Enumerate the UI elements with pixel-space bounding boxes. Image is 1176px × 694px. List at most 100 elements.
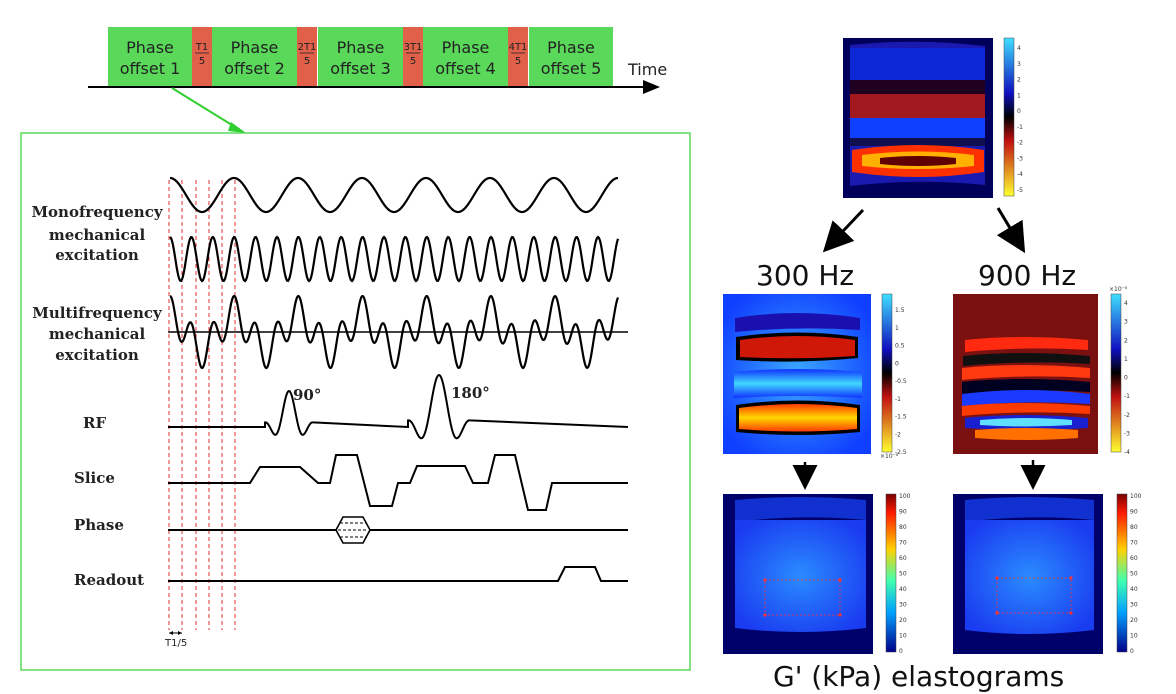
sequence-labels: Monofrequency mechanical excitation Mult… <box>31 203 163 589</box>
multi-label-1: Multifrequency <box>32 304 163 322</box>
phase-label: Phase <box>74 516 124 534</box>
cb-g300-ticks-6: 40 <box>899 586 907 593</box>
cb-g300-ticks-8: 20 <box>899 617 907 624</box>
cb-top-ticks-9: -5 <box>1017 187 1023 194</box>
delay-segment-1 <box>192 27 212 87</box>
multi-label-2: mechanical <box>49 325 146 343</box>
rf-180-label: 180° <box>451 384 490 402</box>
cb-g900-ticks-2: 80 <box>1130 524 1138 531</box>
phase-segment-4 <box>423 27 508 87</box>
cb-900-ticks-0: 4 <box>1124 300 1128 307</box>
phase-offset-timeline: Phase offset 1 Phase offset 2 Phase offset 3 P… <box>88 27 667 133</box>
time-label: Time <box>627 60 667 79</box>
step-marker: T1/5 <box>164 631 187 649</box>
delay-denominator-3: 5 <box>410 56 416 67</box>
cb-300-ticks-1: 1 <box>895 325 899 332</box>
phase-offset-4: offset 4 <box>435 59 496 78</box>
mono-label-3: excitation <box>55 246 139 264</box>
delay-denominator-1: 5 <box>199 56 205 67</box>
elastogram-caption: G' (kPa) elastograms <box>773 660 1064 693</box>
multi-waveform <box>169 294 620 370</box>
delay-denominator-4: 5 <box>515 56 521 67</box>
cb-g900-ticks-0: 100 <box>1130 493 1142 500</box>
cb-g300-ticks-2: 80 <box>899 524 907 531</box>
zoom-arrowhead <box>228 122 246 133</box>
cb-900-ticks-2: 2 <box>1124 337 1128 344</box>
phase-segment-5 <box>529 27 613 87</box>
cb-g900-ticks-10: 0 <box>1130 648 1134 655</box>
mono-label-2: mechanical <box>49 226 146 244</box>
cb-g900-ticks-5: 50 <box>1130 571 1138 578</box>
cb-g300-ticks-4: 60 <box>899 555 907 562</box>
slice-label: Slice <box>74 469 115 487</box>
map-300hz-wave: 1.510.50-0.5-1-1.5-2-2.5×10⁻⁶ <box>723 293 907 460</box>
cb-g900-ticks-1: 90 <box>1130 509 1138 516</box>
delay-segment-2 <box>297 27 317 87</box>
mono-label-1: Monofrequency <box>31 203 163 221</box>
cb-top-ticks-0: 4 <box>1017 45 1021 52</box>
phase-word-5: Phase <box>547 38 595 57</box>
cb-g900-ticks-3: 70 <box>1130 540 1138 547</box>
cb-900-ticks-7: -3 <box>1124 430 1130 437</box>
cb-g300-ticks-3: 70 <box>899 540 907 547</box>
rf-90-label: 90° <box>293 386 321 404</box>
zoom-arrow <box>171 87 241 131</box>
phase-word-2: Phase <box>231 38 279 57</box>
delay-numerator-3: 3T1 <box>404 42 423 53</box>
cb-top-ticks-8: -4 <box>1017 171 1023 178</box>
rf-label: RF <box>83 414 106 432</box>
freq-300-label: 300 Hz <box>756 259 854 292</box>
cb-300-ticks-2: 0.5 <box>895 343 905 350</box>
freq-900-label: 900 Hz <box>978 259 1076 292</box>
delay-numerator-2: 2T1 <box>298 42 317 53</box>
phase-offset-1: offset 1 <box>120 59 181 78</box>
readout-gradient <box>168 566 628 582</box>
delay-numerator-4: 4T1 <box>509 42 528 53</box>
step-label: T1/5 <box>164 638 187 649</box>
cb-300-ticks-5: -1 <box>895 396 901 403</box>
cb-g300-ticks-10: 0 <box>899 648 903 655</box>
cb-300-ticks-3: 0 <box>895 360 899 367</box>
phase-offset-5: offset 5 <box>541 59 602 78</box>
cb-top-ticks-3: 1 <box>1017 92 1021 99</box>
cb-top-ticks-2: 2 <box>1017 77 1021 84</box>
cb-900-ticks-5: -1 <box>1124 393 1130 400</box>
delay-segment-3 <box>403 27 423 87</box>
mono-waveform-low <box>169 176 619 214</box>
cb-g900-ticks-4: 60 <box>1130 555 1138 562</box>
cb-g900-ticks-7: 30 <box>1130 602 1138 609</box>
phase-offset-2: offset 2 <box>224 59 285 78</box>
delay-denominator-2: 5 <box>304 56 310 67</box>
phase-word-1: Phase <box>126 38 174 57</box>
phase-word-4: Phase <box>442 38 490 57</box>
cb-300-ticks-0: 1.5 <box>895 307 905 314</box>
phase-segment-2 <box>212 27 297 87</box>
cb-900-ticks-1: 3 <box>1124 319 1128 326</box>
cb-g300-ticks-7: 30 <box>899 602 907 609</box>
colorbar-900-scale: ×10⁻⁶ <box>1109 286 1128 293</box>
cb-g300-ticks-5: 50 <box>899 571 907 578</box>
cb-g300-ticks-1: 90 <box>899 509 907 516</box>
multi-label-3: excitation <box>55 346 139 364</box>
cb-300-ticks-7: -2 <box>895 431 901 438</box>
cb-900-ticks-6: -2 <box>1124 412 1130 419</box>
colorbar-300-scale: ×10⁻⁶ <box>880 453 899 460</box>
cb-top-ticks-4: 0 <box>1017 108 1021 115</box>
cb-g900-ticks-9: 10 <box>1130 633 1138 640</box>
phase-offset-guides <box>168 180 236 630</box>
cb-300-ticks-8: -2.5 <box>895 449 907 456</box>
rf-line <box>168 373 629 440</box>
cb-top-ticks-7: -3 <box>1017 155 1023 162</box>
time-axis-arrowhead <box>643 80 660 94</box>
cb-top-ticks-1: 3 <box>1017 61 1021 68</box>
cb-top-ticks-6: -2 <box>1017 140 1023 147</box>
phase-offset-3: offset 3 <box>330 59 391 78</box>
delay-numerator-1: T1 <box>195 42 208 53</box>
phase-segment-3 <box>318 27 403 87</box>
phase-encode-blip <box>335 516 371 544</box>
